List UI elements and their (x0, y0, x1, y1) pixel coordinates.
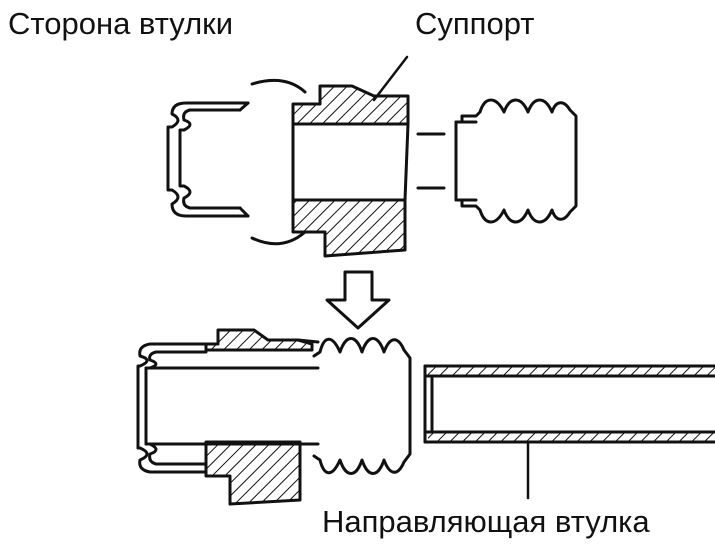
caliper-section (291, 84, 410, 258)
bushing-side-label: Сторона втулки (8, 6, 234, 41)
bushing-side-boot (166, 101, 250, 218)
guide-bushing-tube (423, 364, 715, 444)
guide-bushing-label: Направляющая втулка (322, 504, 650, 539)
reference-arc (250, 78, 307, 94)
caliper-label: Суппорт (415, 6, 535, 41)
assembled-bellows-boot (312, 337, 412, 475)
assembled-bushing-boot (136, 342, 208, 474)
assembly-arrow (325, 270, 391, 330)
assembled-caliper (204, 328, 320, 506)
bellows-boot-top (454, 98, 578, 224)
caliper-leader-line (372, 55, 409, 102)
